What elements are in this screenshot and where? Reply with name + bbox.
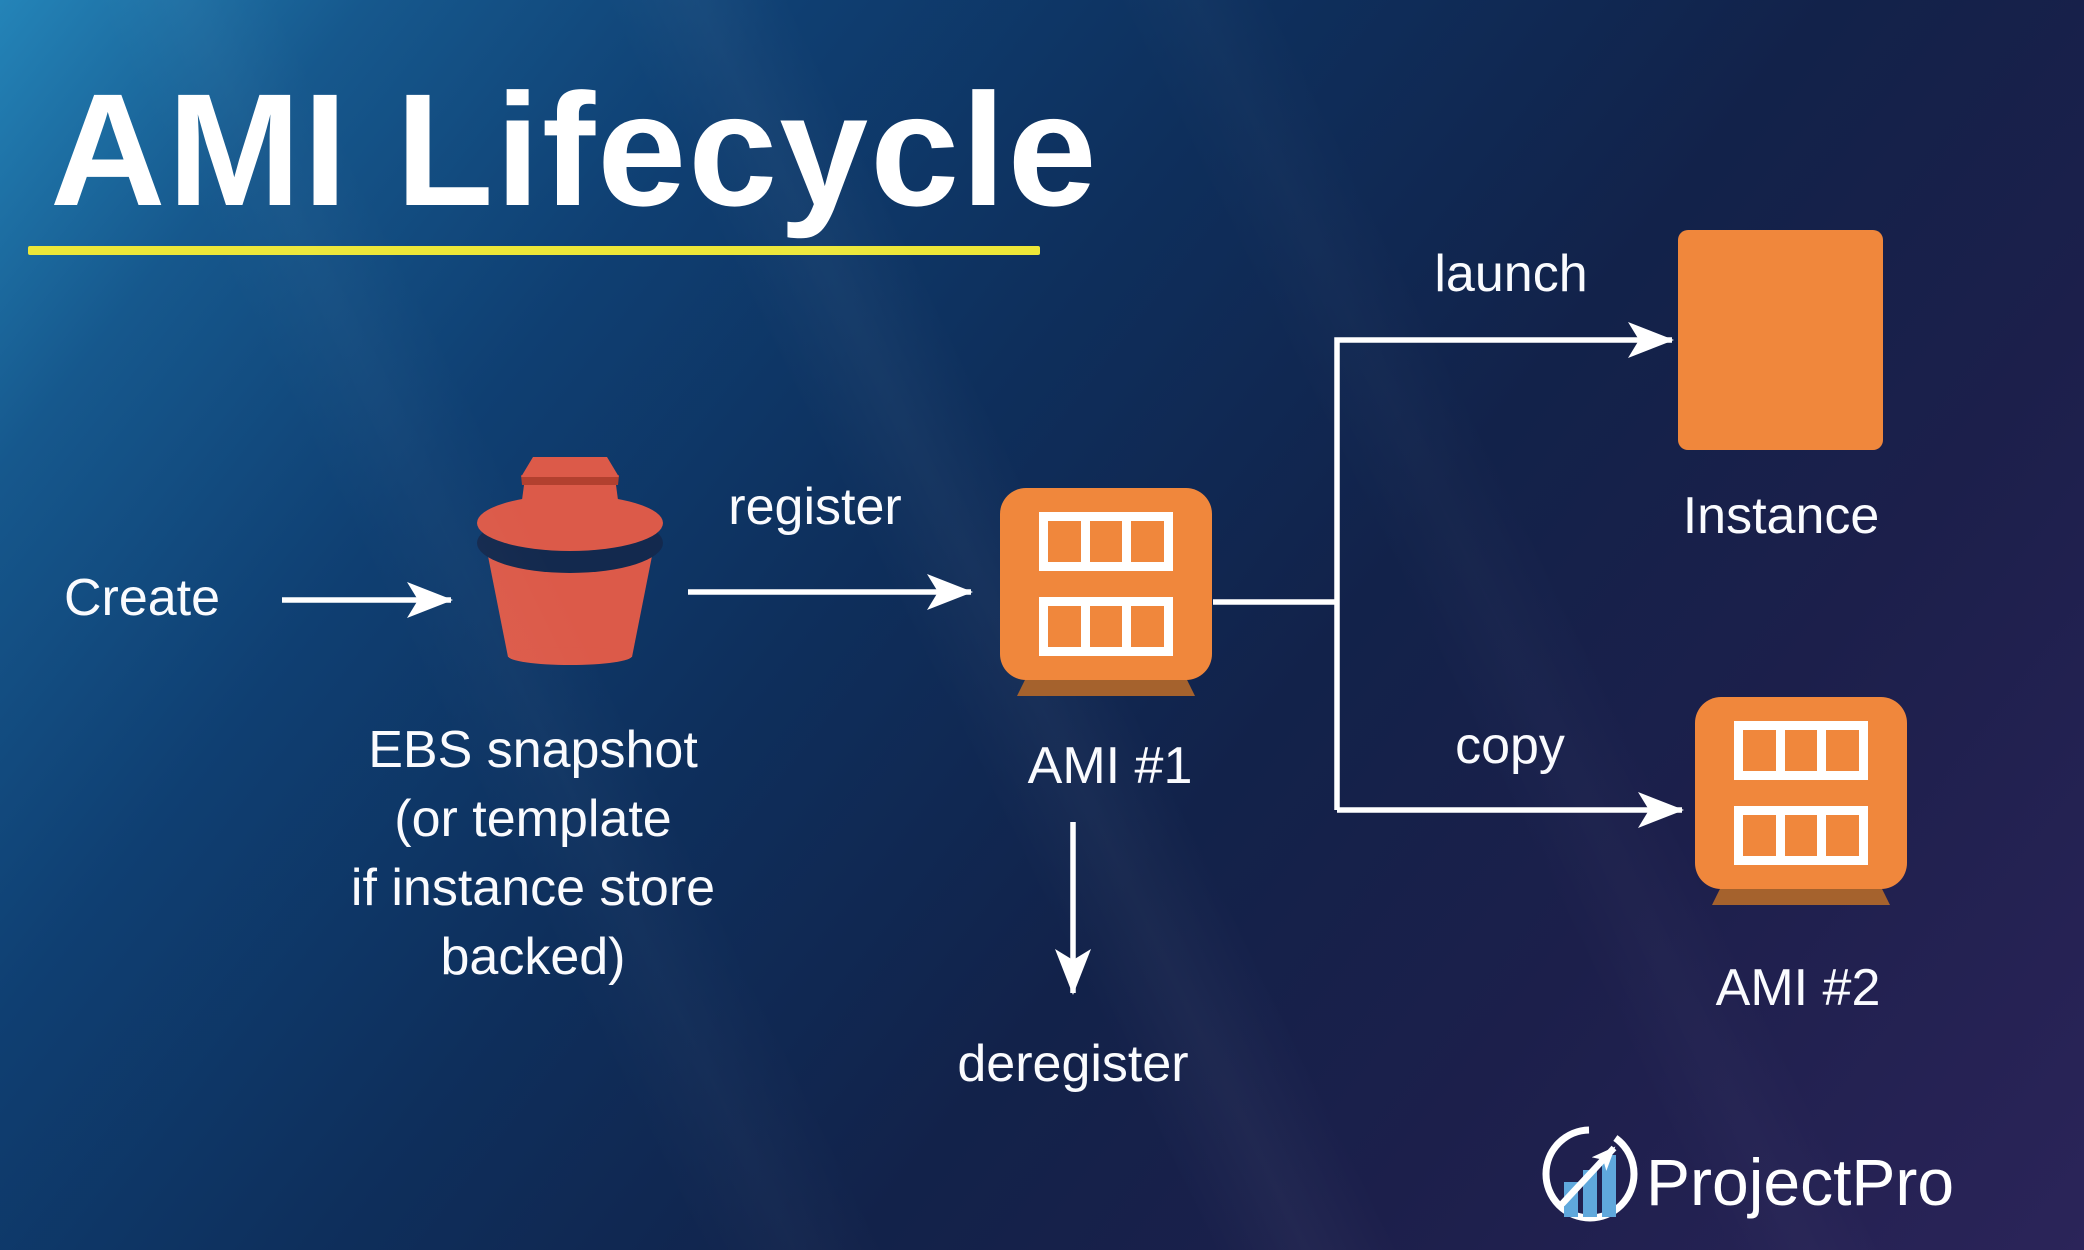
ami-grid-row (1734, 806, 1868, 865)
title-underline (28, 246, 1040, 255)
s3-bucket-icon (477, 457, 663, 665)
snapshot-caption-line: backed) (440, 928, 626, 986)
snapshot-caption-line: EBS snapshot (368, 721, 698, 779)
copy-label: copy (1455, 716, 1565, 775)
logo-bar (1602, 1155, 1616, 1217)
snapshot-caption-line: (or template (394, 790, 672, 848)
deregister-label: deregister (957, 1034, 1189, 1093)
ami-grid-row (1039, 512, 1173, 571)
ami-grid-row (1039, 597, 1173, 656)
register-label: register (728, 477, 902, 536)
snapshot-caption-line: if instance store (350, 859, 716, 917)
ami2-node (1695, 697, 1907, 905)
ami-grid-row (1734, 721, 1868, 780)
launch-label: launch (1434, 244, 1588, 303)
instance-square-icon (1678, 230, 1883, 450)
create-label: Create (63, 568, 221, 627)
growth-chart-circle-icon (1542, 1126, 1638, 1222)
launch-arrow (1334, 322, 1674, 810)
instance-label: Instance (1682, 486, 1880, 545)
brand-name: ProjectPro (1646, 1145, 1955, 1219)
logo-growth-arrow (1559, 1145, 1617, 1207)
ami1-label: AMI #1 (1027, 736, 1193, 795)
snapshot-caption: EBS snapshot (or template if instance st… (351, 716, 715, 992)
ami-grid-icon (1695, 697, 1907, 889)
page-title: AMI Lifecycle (50, 60, 1099, 239)
ami-icon-base (1712, 887, 1890, 905)
ami1-node (1000, 488, 1212, 696)
logo-circle (1542, 1126, 1638, 1222)
ami2-label: AMI #2 (1715, 958, 1881, 1017)
ami-grid-icon (1000, 488, 1212, 680)
ami-icon-base (1017, 678, 1195, 696)
